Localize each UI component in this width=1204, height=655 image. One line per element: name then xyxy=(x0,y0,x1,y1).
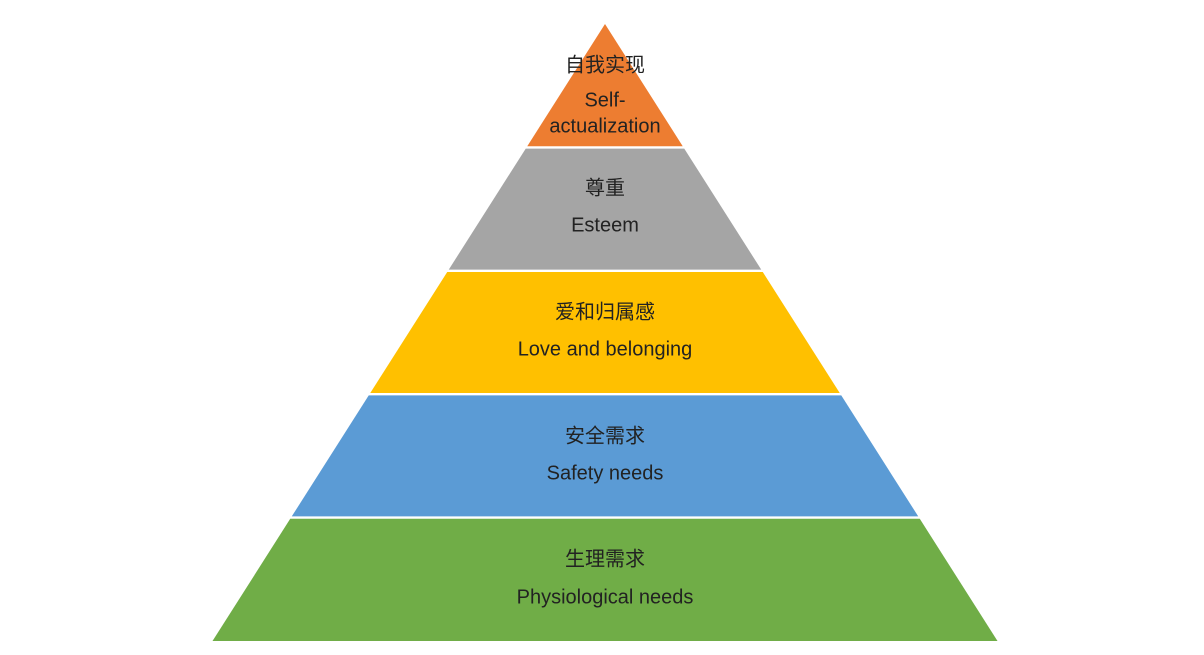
pyramid-level-3 xyxy=(370,272,840,393)
level-2-en-label: Esteem xyxy=(571,214,639,236)
level-2-cn-label: 尊重 xyxy=(585,176,625,199)
level-4-en-label: Safety needs xyxy=(547,462,664,484)
level-3-cn-label: 爱和归属感 xyxy=(555,300,655,323)
level-5-en-label: Physiological needs xyxy=(517,586,694,608)
level-3-en-label: Love and belonging xyxy=(518,338,693,360)
level-5-cn-label: 生理需求 xyxy=(565,547,645,570)
pyramid-level-4 xyxy=(291,395,919,517)
level-1-cn-label: 自我实现 xyxy=(565,53,645,76)
pyramid-level-1 xyxy=(527,24,683,147)
pyramid-level-5 xyxy=(212,518,998,641)
pyramid-level-2 xyxy=(448,148,762,270)
level-1-en-label-line2: actualization xyxy=(549,115,660,137)
level-1-en-label-line1: Self- xyxy=(584,89,625,111)
level-4-cn-label: 安全需求 xyxy=(565,424,645,447)
